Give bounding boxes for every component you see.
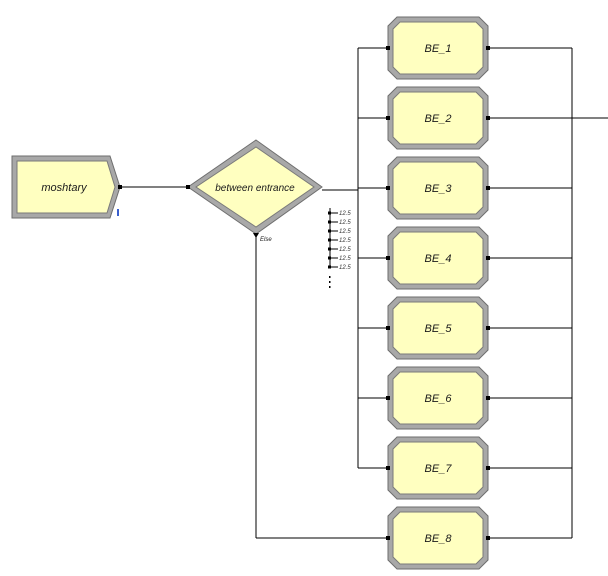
process-module-label: BE_7: [425, 463, 453, 475]
entry-point-BE_3: [386, 186, 390, 190]
entry-point-BE_7: [386, 466, 390, 470]
branch-percent-label: 12.5: [339, 229, 351, 235]
connection-markers: [118, 46, 490, 540]
entry-point-BE_4: [386, 256, 390, 260]
process-module-label: BE_8: [425, 533, 453, 545]
process-module-label: BE_4: [425, 253, 452, 265]
decide-entry-point: [186, 185, 190, 189]
branch-point: [328, 238, 331, 242]
process-module-be-5[interactable]: BE_5: [387, 296, 489, 360]
process-module-be-6[interactable]: BE_6: [387, 366, 489, 430]
create-module-marker-icon: [117, 209, 119, 216]
exit-point-BE_6: [486, 396, 490, 400]
branch-point: [328, 265, 331, 269]
process-module-be-7[interactable]: BE_7: [387, 436, 489, 500]
exit-point-BE_8: [486, 536, 490, 540]
exit-point-BE_3: [486, 186, 490, 190]
exit-point-BE_2: [486, 116, 490, 120]
branch-percent-label: 12.5: [339, 247, 351, 253]
entry-point-BE_8: [386, 536, 390, 540]
process-module-label: BE_6: [425, 393, 453, 405]
branch-percent-label: 12.5: [339, 211, 351, 217]
branch-ellipsis: [329, 286, 331, 288]
exit-point-BE_5: [486, 326, 490, 330]
process-module-label: BE_1: [425, 43, 452, 55]
process-module-be-8[interactable]: BE_8: [387, 506, 489, 570]
create-module-label: moshtary: [41, 182, 88, 194]
branch-percent-label: 12.5: [339, 256, 351, 262]
branch-ellipsis: [329, 276, 331, 278]
process-module-be-2[interactable]: BE_2: [387, 86, 489, 150]
branch-percent-label: 12.5: [339, 220, 351, 226]
decide-module-between-entrance[interactable]: between entrance: [187, 139, 323, 235]
branch-ellipsis: [329, 281, 331, 283]
exit-point-BE_4: [486, 256, 490, 260]
process-module-be-4[interactable]: BE_4: [387, 226, 489, 290]
create-exit-point: [118, 185, 122, 189]
process-module-label: BE_5: [425, 323, 453, 335]
connectors: [120, 47, 608, 539]
exit-point-BE_7: [486, 466, 490, 470]
branch-point: [328, 229, 331, 233]
process-module-be-3[interactable]: BE_3: [387, 156, 489, 220]
else-label: Else: [260, 237, 272, 243]
process-module-be-1[interactable]: BE_1: [387, 16, 489, 80]
process-module-label: BE_2: [425, 113, 452, 125]
branch-point: [328, 247, 331, 251]
entry-point-BE_5: [386, 326, 390, 330]
create-module-moshtary[interactable]: moshtary: [11, 155, 121, 219]
branch-percent-label: 12.5: [339, 238, 351, 244]
else-arrow-icon: [253, 233, 259, 238]
process-modules: BE_1BE_2BE_3BE_4BE_5BE_6BE_7BE_8: [387, 16, 489, 570]
branch-percent-label: 12.5: [339, 265, 351, 271]
process-module-label: BE_3: [425, 183, 453, 195]
entry-point-BE_2: [386, 116, 390, 120]
entry-point-BE_6: [386, 396, 390, 400]
entry-point-BE_1: [386, 46, 390, 50]
branch-point: [328, 211, 331, 215]
branch-point: [328, 220, 331, 224]
branch-percent-labels: 12.5 12.5 12.5 12.5 12.5 12.5 12.5: [328, 211, 351, 288]
exit-point-BE_1: [486, 46, 490, 50]
branch-point: [328, 256, 331, 260]
decide-module-label: between entrance: [215, 183, 295, 194]
